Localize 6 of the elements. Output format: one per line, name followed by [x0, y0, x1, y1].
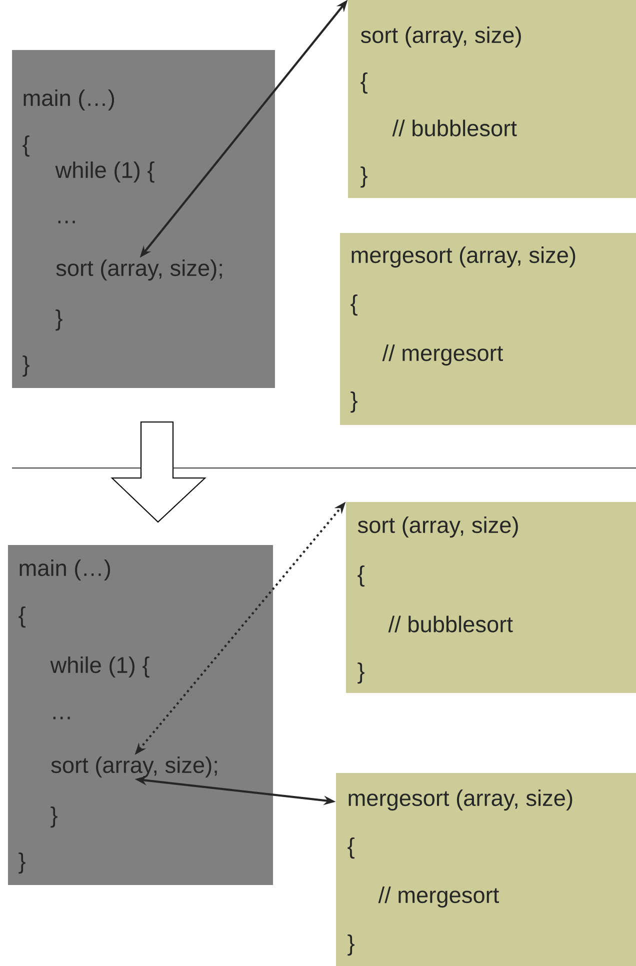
code-box: mergesort (array, size) { // mergesort } [336, 772, 636, 966]
code-box: sort (array, size) { // bubblesort } [346, 502, 636, 693]
code-line: sort (array, size); [56, 259, 222, 281]
code-box: sort (array, size) { // bubblesort } [348, 0, 636, 198]
code-box: mergesort (array, size) { // mergesort } [340, 233, 636, 425]
code-line: sort (array, size); [51, 756, 217, 778]
